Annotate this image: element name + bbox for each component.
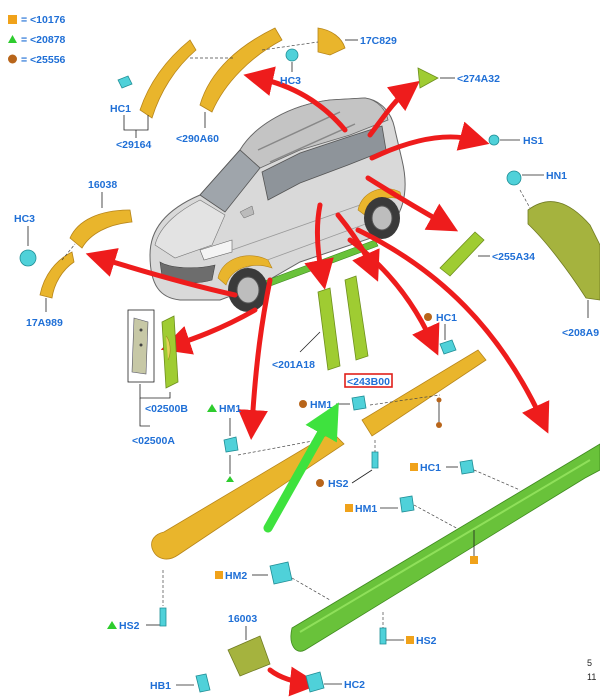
red-arrow (335, 212, 380, 282)
legend-square-icon (406, 636, 414, 644)
label-02500b: <02500B (145, 403, 188, 415)
legend-item-3: = <25556 (21, 54, 66, 66)
clip-fastener-icon (488, 134, 500, 146)
clip-fastener-icon (379, 627, 387, 645)
label-17a989: 17A989 (26, 317, 63, 329)
red-arrow (243, 66, 348, 133)
red-arrow (85, 248, 238, 298)
label-hc3-top: HC3 (280, 75, 301, 87)
label-255a34: <255A34 (492, 251, 535, 263)
label-hm2: HM2 (225, 570, 247, 582)
clip-fastener-icon (351, 395, 367, 411)
red-arrow (304, 202, 334, 290)
legend-circle-icon (424, 313, 432, 321)
detail-box (127, 309, 155, 383)
label-hs2-mid: HS2 (328, 478, 349, 490)
label-hb1: HB1 (150, 680, 171, 692)
red-arrow (160, 307, 258, 355)
legend-square-icon (8, 15, 17, 24)
green-pointer-arrow (263, 402, 339, 533)
clip-fastener-icon (399, 495, 415, 513)
label-290a60: <290A60 (176, 133, 219, 145)
red-arrow (347, 237, 440, 356)
part-17c829 (317, 27, 346, 56)
label-274a32: <274A32 (457, 73, 500, 85)
clip-fastener-icon (159, 607, 167, 627)
red-arrow (367, 80, 420, 138)
clip-fastener-icon (371, 451, 379, 469)
clip-fastener-icon (269, 561, 293, 585)
clip-fastener-icon (305, 671, 325, 693)
label-201a18: <201A18 (272, 359, 315, 371)
legend-square-icon (345, 504, 353, 512)
clip-fastener-icon (459, 459, 475, 475)
label-hs2-left: HS2 (119, 620, 140, 632)
legend-item-1: = <10176 (21, 14, 66, 26)
clip-fastener-icon (223, 436, 239, 453)
legend-square-icon (470, 556, 478, 564)
label-243b00: <243B00 (347, 376, 390, 388)
part-255a34 (439, 231, 485, 277)
label-hc1-right: HC1 (420, 462, 441, 474)
clip-fastener-icon (506, 170, 522, 186)
part-16003 (227, 635, 271, 677)
label-208a9: <208A9 (562, 327, 599, 339)
legend-square-icon (215, 571, 223, 579)
red-arrow (369, 121, 490, 161)
label-hc1-mid: HC1 (436, 312, 457, 324)
label-hc3-left: HC3 (14, 213, 35, 225)
label-hm1-mid: HM1 (310, 399, 332, 411)
part-208a9 (527, 201, 600, 301)
part-16038 (69, 209, 133, 249)
label-hc1-top: HC1 (110, 103, 131, 115)
clip-fastener-icon (439, 339, 457, 355)
clip-fastener-icon (19, 249, 37, 267)
legend-square-icon (410, 463, 418, 471)
part-17a989 (39, 251, 75, 299)
legend-circle-icon (299, 400, 307, 408)
label-16038: 16038 (88, 179, 117, 191)
red-arrow (365, 175, 459, 232)
label-hn1: HN1 (546, 170, 567, 182)
label-hc2: HC2 (344, 679, 365, 691)
legend-triangle-icon (107, 621, 117, 629)
clip-fastener-icon (117, 75, 133, 89)
label-hs1: HS1 (523, 135, 544, 147)
clip-fastener-icon (195, 673, 211, 693)
part-274a32 (417, 67, 439, 89)
legend: = <10176 = <20878 = <25556 (8, 14, 66, 66)
red-arrows (85, 66, 550, 697)
label-29164: <29164 (116, 139, 151, 151)
car-illustration (149, 97, 406, 312)
label-17c829: 17C829 (360, 35, 397, 47)
label-16003: 16003 (228, 613, 257, 625)
legend-circle-icon (316, 479, 324, 487)
legend-circle-icon (436, 422, 442, 428)
part-rocker-green (290, 443, 600, 652)
part-201a18 (317, 287, 341, 371)
legend-item-2: = <20878 (21, 34, 66, 46)
red-arrow (267, 666, 320, 697)
label-hm1-left: HM1 (219, 403, 241, 415)
legend-triangle-icon (207, 404, 217, 412)
part-290a60 (199, 27, 283, 113)
legend-circle-icon (8, 54, 17, 64)
part-29164 (139, 39, 197, 119)
label-02500a: <02500A (132, 435, 175, 447)
label-hm1-right: HM1 (355, 503, 377, 515)
red-arrow (355, 227, 550, 434)
red-arrow (237, 277, 273, 440)
part-rocker-right (361, 349, 487, 437)
label-hs2-right: HS2 (416, 635, 437, 647)
legend-triangle-icon (8, 35, 17, 43)
page-number: 5 (587, 658, 592, 668)
part-243b00 (344, 275, 369, 361)
clip-fastener-icon (285, 48, 299, 62)
highlight-box (344, 373, 393, 388)
page-sub: 11 (587, 672, 596, 682)
